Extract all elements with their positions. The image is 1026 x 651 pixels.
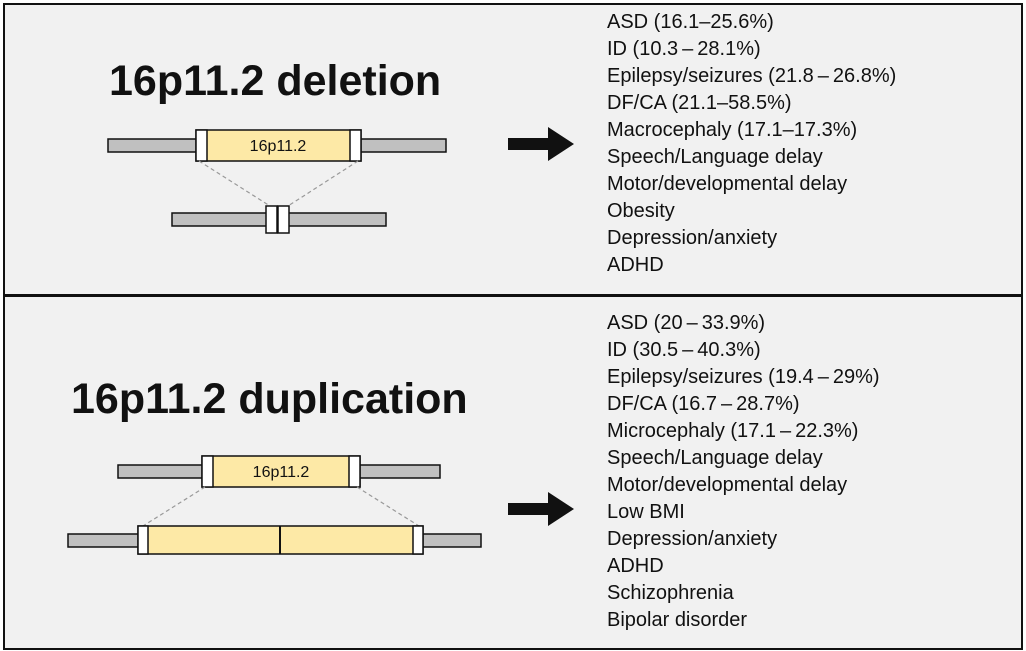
duplication-region-label: 16p11.2 <box>253 464 310 481</box>
duplication-panel: 16p11.2 duplication 16p11.2 ASD (20 – 33… <box>5 297 1021 648</box>
deletion-breakpoint-left <box>265 205 278 234</box>
list-item: Depression/anxiety <box>607 528 778 550</box>
deletion-chromosome-diagram: 16p11.2 <box>107 129 447 234</box>
deletion-phenotype-list: ASD (16.1–25.6%) ID (10.3 – 28.1%) Epile… <box>607 9 896 279</box>
deletion-region-flank-left <box>195 129 208 162</box>
list-item: ID (10.3 – 28.1%) <box>607 38 761 60</box>
list-item: DF/CA (21.1–58.5%) <box>607 92 792 114</box>
list-item: ADHD <box>607 555 664 577</box>
deletion-title: 16p11.2 deletion <box>109 57 442 105</box>
deletion-region-box <box>195 129 362 162</box>
list-item: Motor/developmental delay <box>607 173 848 195</box>
deletion-panel: 16p11.2 deletion 16p11.2 ASD (16.1–25.6%… <box>5 5 1021 294</box>
duplication-title: 16p11.2 duplication <box>71 375 468 423</box>
list-item: Epilepsy/seizures (19.4 – 29%) <box>607 366 880 388</box>
list-item: Low BMI <box>607 501 685 523</box>
list-item: ID (30.5 – 40.3%) <box>607 339 761 361</box>
duplication-arrow-icon <box>508 492 574 526</box>
figure-frame: 16p11.2 deletion 16p11.2 ASD (16.1–25.6%… <box>3 3 1023 650</box>
duplication-guide-left <box>142 486 206 527</box>
list-item: DF/CA (16.7 – 28.7%) <box>607 393 800 415</box>
deletion-guide-right <box>287 160 359 207</box>
deletion-arrow-icon <box>508 127 574 161</box>
list-item: Depression/anxiety <box>607 227 778 249</box>
list-item: Epilepsy/seizures (21.8 – 26.8%) <box>607 65 897 87</box>
list-item: ADHD <box>607 254 664 276</box>
list-item: Schizophrenia <box>607 582 734 604</box>
deletion-region-label: 16p11.2 <box>250 138 307 155</box>
list-item: Bipolar disorder <box>607 609 748 631</box>
deletion-region-flank-right <box>349 129 362 162</box>
duplication-region-flank-left <box>201 455 214 488</box>
duplication-guide-right <box>356 486 420 527</box>
duplication-phenotype-list: ASD (20 – 33.9%) ID (30.5 – 40.3%) Epile… <box>607 310 880 634</box>
list-item: Macrocephaly (17.1–17.3%) <box>607 119 858 141</box>
list-item: Speech/Language delay <box>607 146 823 168</box>
deletion-breakpoint-right <box>277 205 290 234</box>
list-item: Microcephaly (17.1 – 22.3%) <box>607 420 859 442</box>
deletion-guide-left <box>198 160 271 207</box>
list-item: ASD (16.1–25.6%) <box>607 11 774 33</box>
duplication-flank-right <box>412 525 424 555</box>
duplication-region-flank-right <box>348 455 361 488</box>
panel-divider <box>5 294 1021 297</box>
duplication-flank-left <box>137 525 149 555</box>
duplication-chromosome-diagram: 16p11.2 <box>67 455 482 555</box>
list-item: Obesity <box>607 200 675 222</box>
list-item: ASD (20 – 33.9%) <box>607 312 766 334</box>
list-item: Motor/developmental delay <box>607 474 848 496</box>
list-item: Speech/Language delay <box>607 447 823 469</box>
